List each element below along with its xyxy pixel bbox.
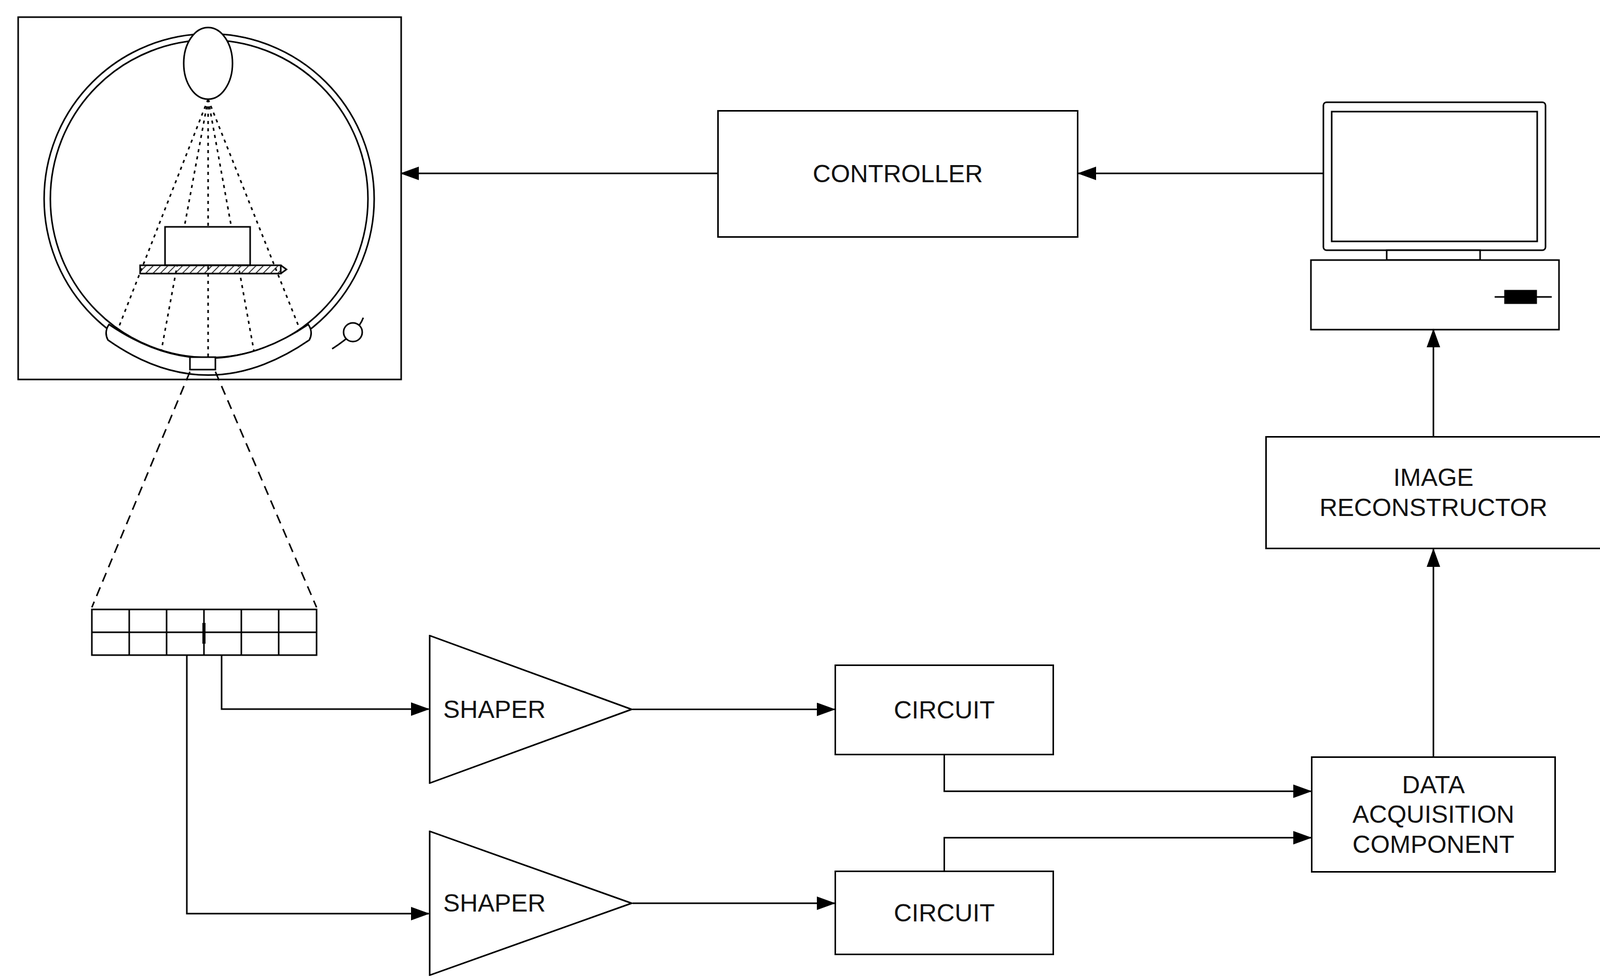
xray-source [183, 27, 233, 100]
circuit-box: CIRCUIT [834, 870, 1055, 955]
signal-connector [632, 902, 835, 905]
zoom-lines [91, 371, 317, 608]
shaper-triangle: SHAPER [428, 830, 633, 976]
node-label: CIRCUIT [893, 694, 995, 726]
node-label: CONTROLLER [812, 158, 983, 189]
detector-module [189, 357, 216, 370]
signal-connector [632, 708, 835, 710]
node-label: IMAGE RECONSTRUCTOR [1282, 462, 1585, 523]
detector-arc [105, 324, 311, 376]
patient-table [140, 265, 281, 274]
reconstructor-box: IMAGE RECONSTRUCTOR [1265, 435, 1600, 550]
circuit-box: CIRCUIT [834, 664, 1055, 756]
node-label: CIRCUIT [893, 897, 995, 928]
signal-connector [944, 837, 1312, 871]
node-label: SHAPER [443, 694, 546, 725]
node-label: DATA ACQUISITION COMPONENT [1328, 769, 1539, 860]
drive-roller [343, 322, 363, 342]
shaper-triangle: SHAPER [428, 634, 633, 784]
gantry-drive [332, 317, 364, 349]
signal-wire [186, 654, 429, 914]
signal-wire [221, 654, 429, 709]
xray-fan [116, 99, 302, 359]
signal-connector [944, 755, 1312, 791]
acquisition-box: DATA ACQUISITION COMPONENT [1310, 756, 1556, 873]
signal-connector [1432, 549, 1435, 757]
computer [1310, 102, 1560, 330]
controller-box: CONTROLLER [717, 110, 1079, 238]
control-arrow [401, 172, 718, 175]
patient [165, 226, 251, 266]
detector-array [91, 609, 317, 655]
image-arrow [1432, 329, 1435, 436]
control-arrow [1078, 172, 1324, 175]
node-label: SHAPER [443, 887, 546, 919]
table-end [280, 265, 287, 274]
gantry-frame [18, 17, 402, 380]
